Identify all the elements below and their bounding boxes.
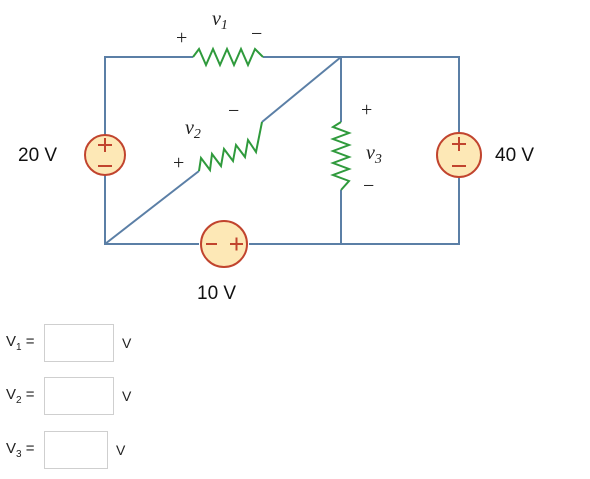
source-bottom-value: 10 V [197,283,236,300]
source-left [84,134,126,176]
answer-unit-v3: V [116,442,126,458]
source-bottom [200,220,248,268]
resistor-v2-plus: + [173,152,184,174]
answer-row-v1: V1 = V [6,322,131,364]
source-right-value: 40 V [495,145,534,166]
source-right [436,132,482,178]
wire-diagonal-upper [261,56,342,123]
wire-top-right [341,56,460,155]
resistor-v2-minus: − [228,100,239,122]
v3-answer-input[interactable] [44,431,108,469]
answer-row-v3: V3 = V [6,429,125,471]
resistor-v2 [198,121,263,173]
resistor-v1-plus: + [176,27,187,49]
resistor-v3-label: v3 [366,142,382,167]
answer-label-v1: V1 = [6,333,35,353]
answer-unit-v2: V [122,388,132,404]
v2-answer-input[interactable] [44,377,114,415]
answer-unit-v1: V [122,335,132,351]
answer-label-v2: V2 = [6,386,35,406]
resistor-v3-minus: − [363,175,374,197]
answer-label-v3: V3 = [6,440,35,460]
resistor-v3-plus: + [361,99,372,121]
wire-bottom-right [249,155,460,245]
resistor-v1-label: v1 [212,8,228,33]
wire-diagonal-lower [104,170,200,245]
resistor-v1 [192,46,264,68]
v1-answer-input[interactable] [44,324,114,362]
resistor-v2-label: v2 [185,117,201,142]
wires [104,56,460,245]
resistor-v1-minus: − [251,23,262,45]
answer-row-v2: V2 = V [6,375,131,417]
wire-top-left [104,56,193,155]
source-left-value: 20 V [18,145,57,166]
circuit-diagram: 20 V 10 V 40 V v1 + − v2 + − + v3 − [18,8,534,300]
resistor-v3 [330,121,352,191]
